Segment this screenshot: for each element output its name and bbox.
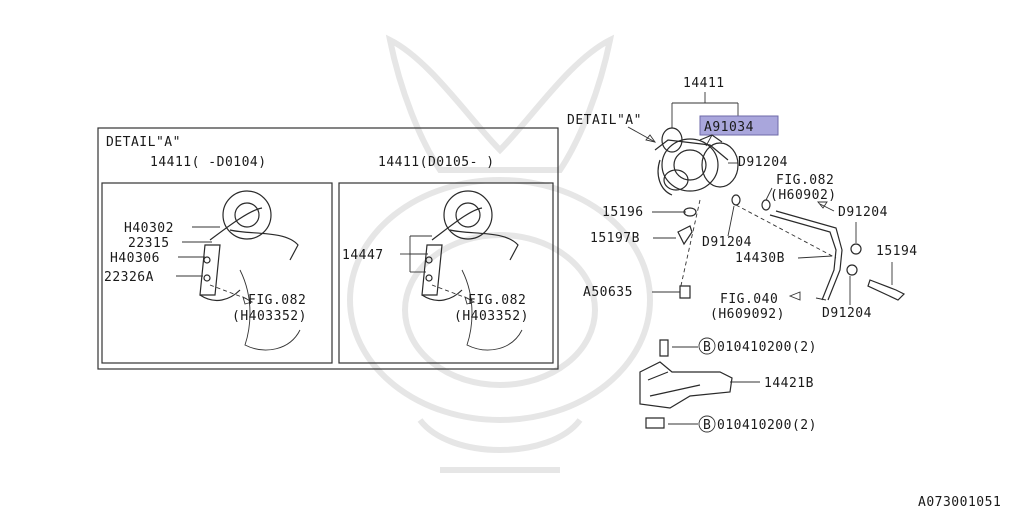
callout-h40306: H40306 (110, 251, 160, 266)
left-fig-ref: FIG.082 (248, 293, 306, 308)
watermark-crest (347, 34, 653, 473)
callout-14447: 14447 (342, 248, 384, 263)
label-fig040: FIG.040 (720, 292, 778, 307)
detail-frame (97, 127, 559, 370)
label-14421b: 14421B (764, 376, 814, 391)
right-fig-ref: FIG.082 (468, 293, 526, 308)
label-a50635: A50635 (583, 285, 633, 300)
label-fig082: FIG.082 (776, 173, 834, 188)
label-h60902: (H60902) (770, 188, 837, 203)
main-assembly: 14411 DETAIL"A" A91034 D91204 FIG.082 (H… (567, 76, 918, 433)
label-bolt-top: 010410200(2) (717, 340, 817, 355)
callout-22315: 22315 (128, 236, 170, 251)
detail-box-title: DETAIL"A" (106, 135, 181, 150)
label-detail-a: DETAIL"A" (567, 113, 642, 128)
circle-b-top-letter: B (703, 340, 711, 355)
label-d91204-b: D91204 (838, 205, 888, 220)
label-d91204-a: D91204 (738, 155, 788, 170)
circle-b-top (698, 337, 716, 355)
detail-right-panel: 14411(D0105- ) 14447 FIG.082 (H403352) (338, 155, 554, 364)
right-panel-frame (338, 182, 554, 364)
label-15197b: 15197B (590, 231, 640, 246)
circle-b-bottom-letter: B (703, 418, 711, 433)
label-h609092: (H609092) (710, 307, 785, 322)
label-15194: 15194 (876, 244, 918, 259)
label-d91204-d: D91204 (822, 306, 872, 321)
left-panel-frame (101, 182, 333, 364)
left-fig-sub: (H403352) (232, 309, 307, 324)
callout-h40302: H40302 (124, 221, 174, 236)
label-14430b: 14430B (735, 251, 785, 266)
label-15196: 15196 (602, 205, 644, 220)
circle-b-bottom (698, 415, 716, 433)
highlight-box-a91034[interactable] (699, 115, 779, 136)
callout-22326a: 22326A (104, 270, 154, 285)
label-d91204-c: D91204 (702, 235, 752, 250)
label-a91034[interactable]: A91034 (704, 120, 754, 135)
right-panel-title: 14411(D0105- ) (378, 155, 495, 170)
label-bolt-bottom: 010410200(2) (717, 418, 817, 433)
diagram-id: A073001051 (918, 495, 1001, 510)
right-fig-sub: (H403352) (454, 309, 529, 324)
detail-left-panel: 14411( -D0104) H40302 22315 H40306 22326… (101, 155, 333, 364)
label-14411: 14411 (683, 76, 725, 91)
left-panel-title: 14411( -D0104) (150, 155, 267, 170)
